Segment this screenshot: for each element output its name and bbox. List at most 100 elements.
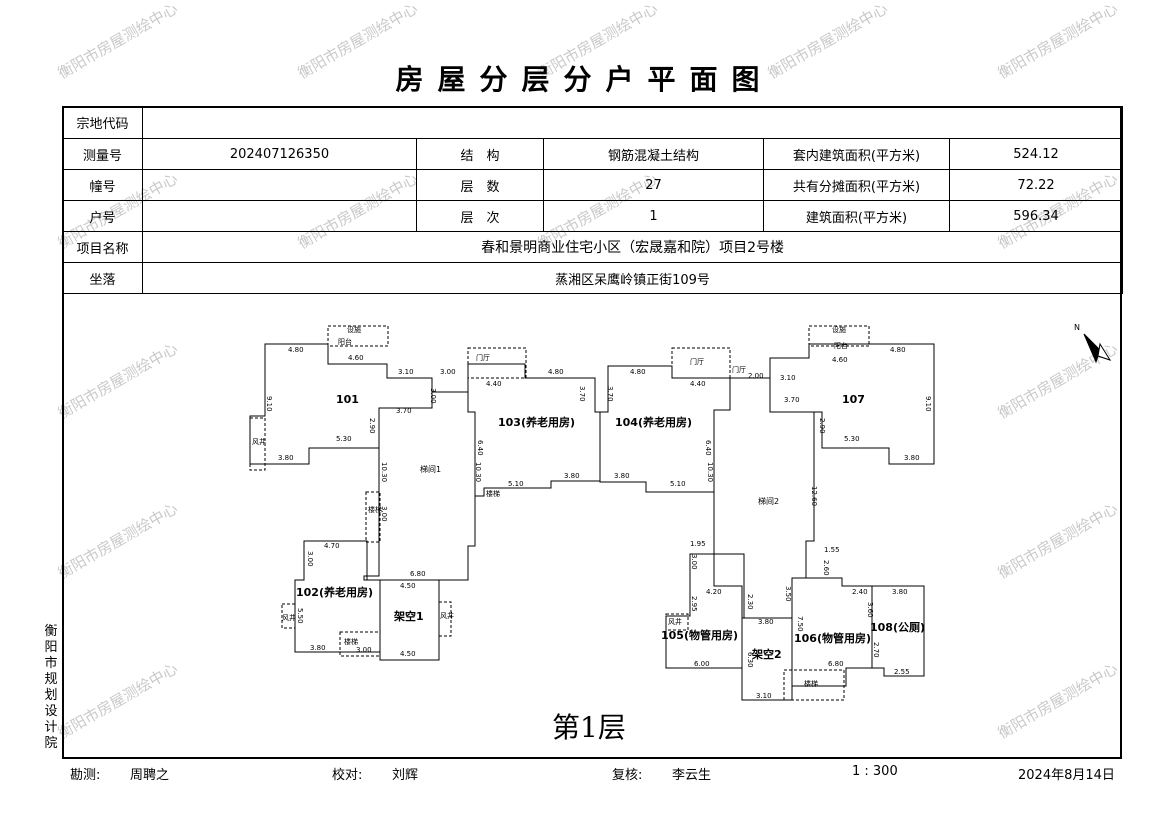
small-label: 楼梯 — [368, 505, 382, 514]
dim-label: 6.80 — [410, 570, 426, 578]
lobby-outline — [671, 347, 731, 379]
dim-label: 6.40 — [476, 440, 484, 456]
dim-label: 3.80 — [614, 472, 630, 480]
room-label: 108(公厕) — [870, 621, 925, 634]
gongyou-value: 72.22 — [948, 169, 1124, 201]
dim-label: 3.80 — [310, 644, 326, 652]
page-title: 房屋分层分户平面图 — [395, 63, 774, 96]
dim-label: 9.10 — [924, 396, 932, 412]
dim-label: 2.90 — [368, 418, 376, 434]
floor-plan: 101 103(养老用房) 104(养老用房) 107 102(养老用房) 架空… — [249, 323, 1112, 701]
north-label: N — [1074, 323, 1080, 332]
stair-label: 梯间2 — [758, 496, 779, 506]
dim-label: 4.40 — [690, 380, 706, 388]
kance-label: 勘测: — [70, 768, 101, 783]
fuhe-label: 复核: — [612, 768, 643, 783]
dim-label: 10.30 — [474, 462, 482, 482]
dim-label: 5.30 — [336, 435, 352, 443]
shaft-outline — [249, 417, 266, 471]
small-label: 楼梯 — [486, 489, 500, 498]
floor-label: 第1层 — [552, 711, 626, 744]
kance-name: 周聘之 — [130, 768, 170, 783]
room-outline — [363, 391, 476, 581]
room-label: 106(物管用房) — [794, 631, 871, 645]
zuoluo-value: 蒸湘区呆鹰岭镇正街109号 — [141, 262, 1124, 294]
dim-label: 9.10 — [265, 396, 273, 412]
dim-label: 3.50 — [784, 586, 792, 602]
shaft-outline — [665, 613, 689, 631]
dim-label: 5.50 — [296, 608, 304, 624]
small-label: 设施 — [347, 325, 361, 334]
dim-label: 6.80 — [828, 660, 844, 668]
dim-label: 6.30 — [746, 652, 754, 668]
dim-label: 3.80 — [892, 588, 908, 596]
stair-outline — [339, 631, 381, 657]
dim-label: 4.70 — [324, 542, 340, 550]
small-label: 楼梯 — [344, 637, 358, 646]
stair-outline — [783, 669, 845, 701]
room-outline — [871, 585, 925, 677]
dim-label: 2.40 — [852, 588, 868, 596]
small-label: 风井 — [252, 437, 266, 446]
huhao-value — [142, 200, 417, 232]
small-label: 门厅 — [476, 353, 490, 362]
dim-label: 6.40 — [704, 440, 712, 456]
stair-label: 梯间1 — [420, 464, 441, 474]
dim-label: 4.80 — [288, 346, 304, 354]
zuoluo-label: 坐落 — [62, 262, 143, 294]
dim-label: 2.95 — [690, 596, 698, 612]
zongdi-value — [141, 106, 1124, 139]
taonei-label: 套内建筑面积(平方米) — [763, 138, 950, 170]
huhao-label: 户号 — [62, 200, 143, 232]
dim-label: 2.00 — [748, 372, 764, 380]
celianghao-value: 202407126350 — [142, 138, 417, 170]
dim-label: 3.80 — [564, 472, 580, 480]
scale-text: 1 : 300 — [852, 764, 898, 779]
dim-label: 4.50 — [400, 582, 416, 590]
dim-label: 3.80 — [758, 618, 774, 626]
date-text: 2024年8月14日 — [1018, 768, 1115, 783]
zongdi-label: 宗地代码 — [62, 106, 143, 139]
xiangmu-label: 项目名称 — [62, 231, 143, 263]
dim-label: 3.70 — [784, 396, 800, 404]
dim-label: 3.00 — [380, 506, 388, 522]
jiaodui-label: 校对: — [332, 768, 363, 783]
shaft-outline — [438, 601, 452, 637]
zhuanghao-label: 幢号 — [62, 169, 143, 201]
small-label: 门厅 — [732, 365, 746, 374]
jiaodui-name: 刘辉 — [392, 768, 419, 783]
dim-label: 10.30 — [706, 462, 714, 482]
dim-label: 3.70 — [606, 386, 614, 402]
dim-label: 2.55 — [894, 668, 910, 676]
dim-label: 6.00 — [694, 660, 710, 668]
small-label: 设施 — [832, 325, 846, 334]
dim-label: 3.80 — [904, 454, 920, 462]
small-label: 门厅 — [690, 357, 704, 366]
jiegou-label: 结 构 — [416, 138, 544, 170]
jianzhu-label: 建筑面积(平方米) — [763, 200, 950, 232]
dim-label: 5.10 — [670, 480, 686, 488]
north-arrow-icon: N — [1074, 323, 1112, 364]
small-label: 楼梯 — [804, 679, 818, 688]
taonei-value: 524.12 — [948, 138, 1124, 170]
dim-label: 5.30 — [844, 435, 860, 443]
dim-label: 4.20 — [706, 588, 722, 596]
zhuanghao-value — [142, 169, 417, 201]
dim-label: 1.55 — [824, 546, 840, 554]
lobby-outline — [467, 347, 527, 379]
dim-label: 3.80 — [278, 454, 294, 462]
dim-label: 3.00 — [356, 646, 372, 654]
shaft-outline — [365, 491, 381, 543]
dim-label: 12.60 — [810, 486, 818, 506]
dim-label: 3.00 — [306, 551, 314, 567]
room-outline — [769, 343, 935, 465]
dim-label: 3.70 — [578, 386, 586, 402]
celianghao-label: 测量号 — [62, 138, 143, 170]
dim-label: 1.95 — [690, 540, 706, 548]
dim-label: 4.80 — [548, 368, 564, 376]
jianzhu-value: 596.34 — [948, 200, 1124, 232]
dim-label: 2.70 — [872, 642, 880, 658]
censhu-label: 层 数 — [416, 169, 544, 201]
room-outline — [665, 553, 745, 669]
side-text: 衡阳市规划设计院 — [44, 624, 58, 751]
